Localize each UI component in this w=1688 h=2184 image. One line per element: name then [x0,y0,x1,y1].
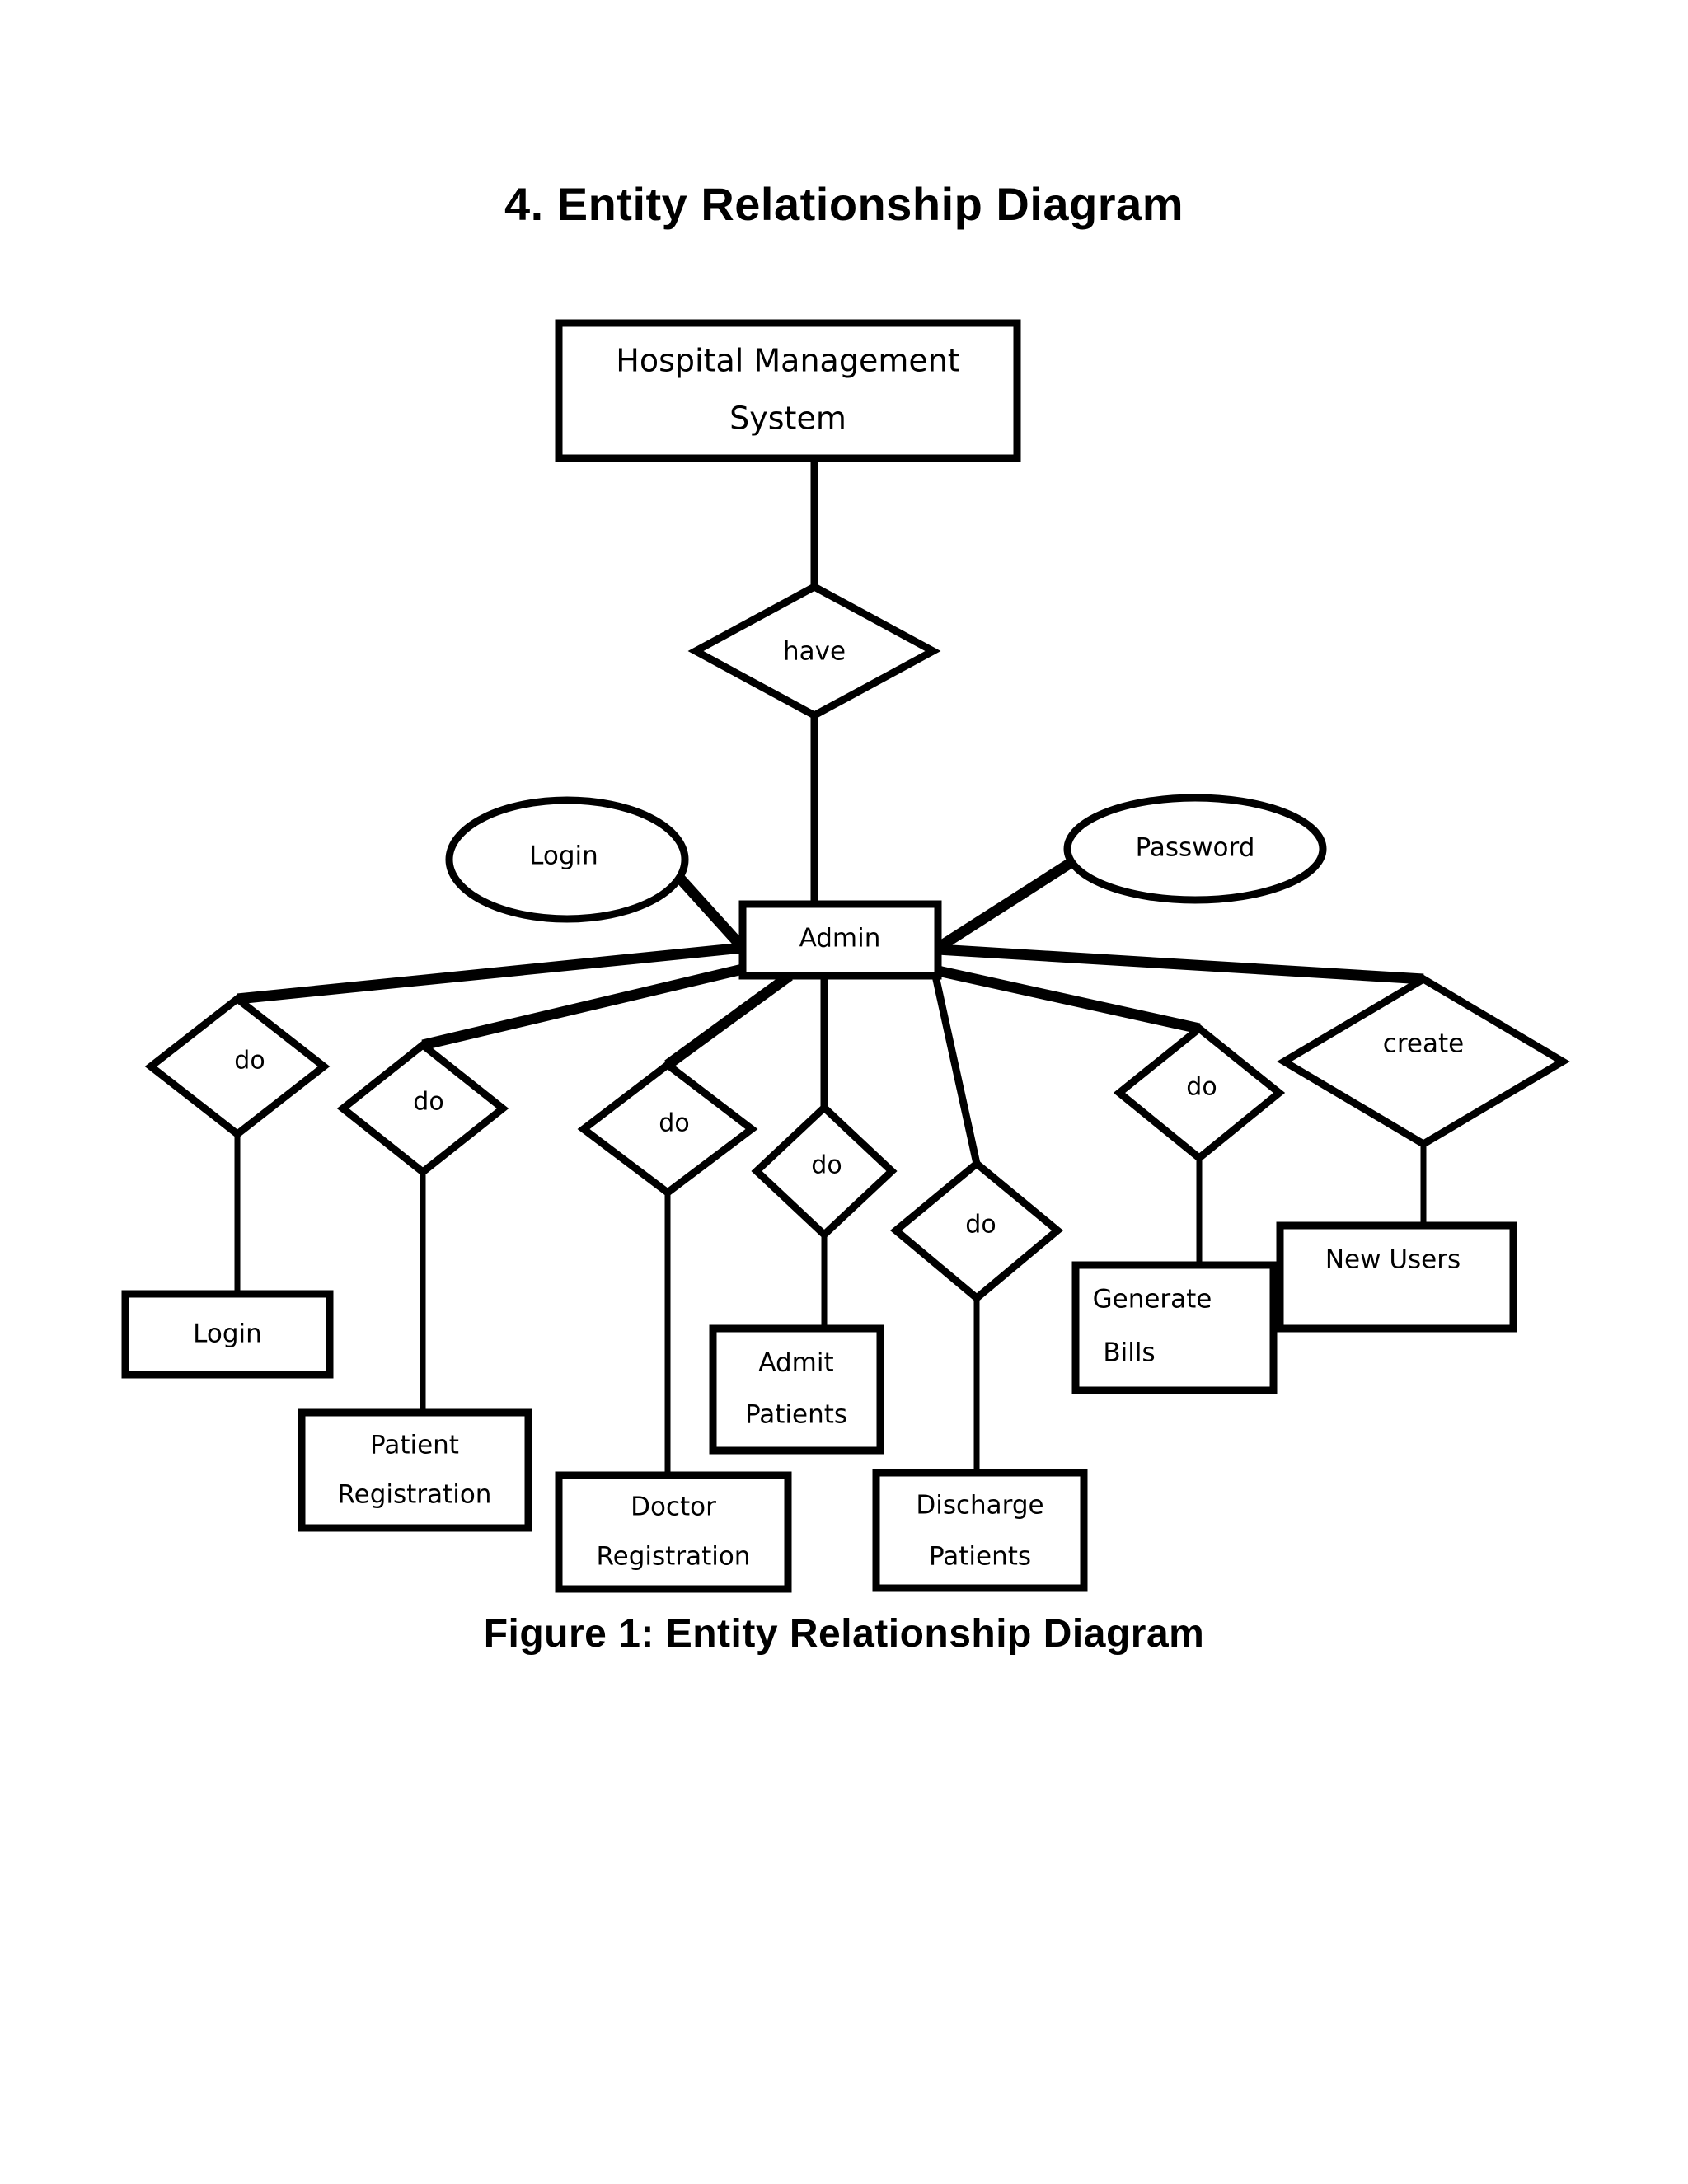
entity-hms-label-line2: System [729,401,846,437]
entity-admit-patients[interactable]: Admit Patients [709,1324,884,1455]
relationship-do-4-label: do [811,1151,842,1180]
entity-generate-bills[interactable]: Generate Bills [1071,1261,1278,1394]
entity-login-label: Login [193,1319,262,1349]
page-title: 4. Entity Relationship Diagram [504,178,1184,230]
entity-admin[interactable]: Admin [738,900,942,980]
relationship-do-1-label: do [234,1047,265,1076]
edge-password-attr-to-admin [935,856,1076,953]
relationship-create[interactable]: create [1277,974,1570,1149]
relationship-do-2-label: do [413,1088,443,1117]
relationship-do-6[interactable]: do [1113,1024,1286,1163]
entity-doctor-registration-label-line2: Registration [597,1542,751,1572]
edge-admin-to-do2 [421,963,744,1051]
attribute-password[interactable]: Password [1063,794,1327,904]
relationship-do-3[interactable]: do [577,1060,758,1197]
relationship-do-1[interactable]: do [144,994,331,1139]
entity-patient-registration-label-line2: Registration [338,1480,492,1510]
entity-discharge-patients-label-line1: Discharge [916,1491,1043,1521]
attribute-login-label: Login [529,841,598,871]
entity-doctor-registration-label-line1: Doctor [631,1493,716,1522]
relationship-do-5-label: do [965,1211,996,1240]
relationship-do-4[interactable]: do [751,1102,898,1240]
entity-new-users-label: New Users [1325,1245,1461,1275]
entity-doctor-registration[interactable]: Doctor Registration [555,1471,792,1593]
entity-hospital-management-system[interactable]: Hospital Management System [555,319,1021,462]
relationship-have-label: have [783,637,846,667]
entity-generate-bills-label-line2: Bills [1103,1338,1155,1368]
entity-new-users[interactable]: New Users [1276,1221,1517,1333]
attribute-password-label: Password [1136,833,1255,863]
entity-patient-registration-label-line1: Patient [370,1431,459,1460]
entity-admin-label: Admin [799,924,881,954]
figure-caption: Figure 1: Entity Relationship Diagram [483,1612,1205,1656]
entity-discharge-patients[interactable]: Discharge Patients [872,1469,1088,1592]
relationship-do-5[interactable]: do [889,1159,1064,1303]
entity-patient-registration[interactable]: Patient Registration [298,1408,532,1532]
entity-login[interactable]: Login [121,1290,334,1379]
edge-admin-to-do1 [237,942,743,1005]
entity-admit-patients-label-line1: Admit [758,1348,833,1378]
edge-admin-to-do6 [936,965,1201,1034]
entity-generate-bills-label-line1: Generate [1093,1285,1212,1315]
relationship-do-3-label: do [659,1109,689,1138]
entity-discharge-patients-label-line2: Patients [929,1542,1031,1572]
attribute-login[interactable]: Login [445,796,689,923]
edge-login-attr-to-admin [670,868,748,954]
edge-admin-to-do5 [931,975,981,1165]
edges-layer [234,458,1427,1475]
edge-admin-to-create [937,944,1424,985]
relationship-do-6-label: do [1186,1073,1217,1102]
entity-hms-label-line1: Hospital Management [616,343,959,379]
edge-admin-to-do3 [664,971,793,1070]
relationship-do-2[interactable]: do [336,1040,509,1177]
relationship-create-label: create [1383,1029,1464,1059]
relationship-have[interactable]: have [687,582,941,720]
entity-admit-patients-label-line2: Patients [745,1400,847,1430]
